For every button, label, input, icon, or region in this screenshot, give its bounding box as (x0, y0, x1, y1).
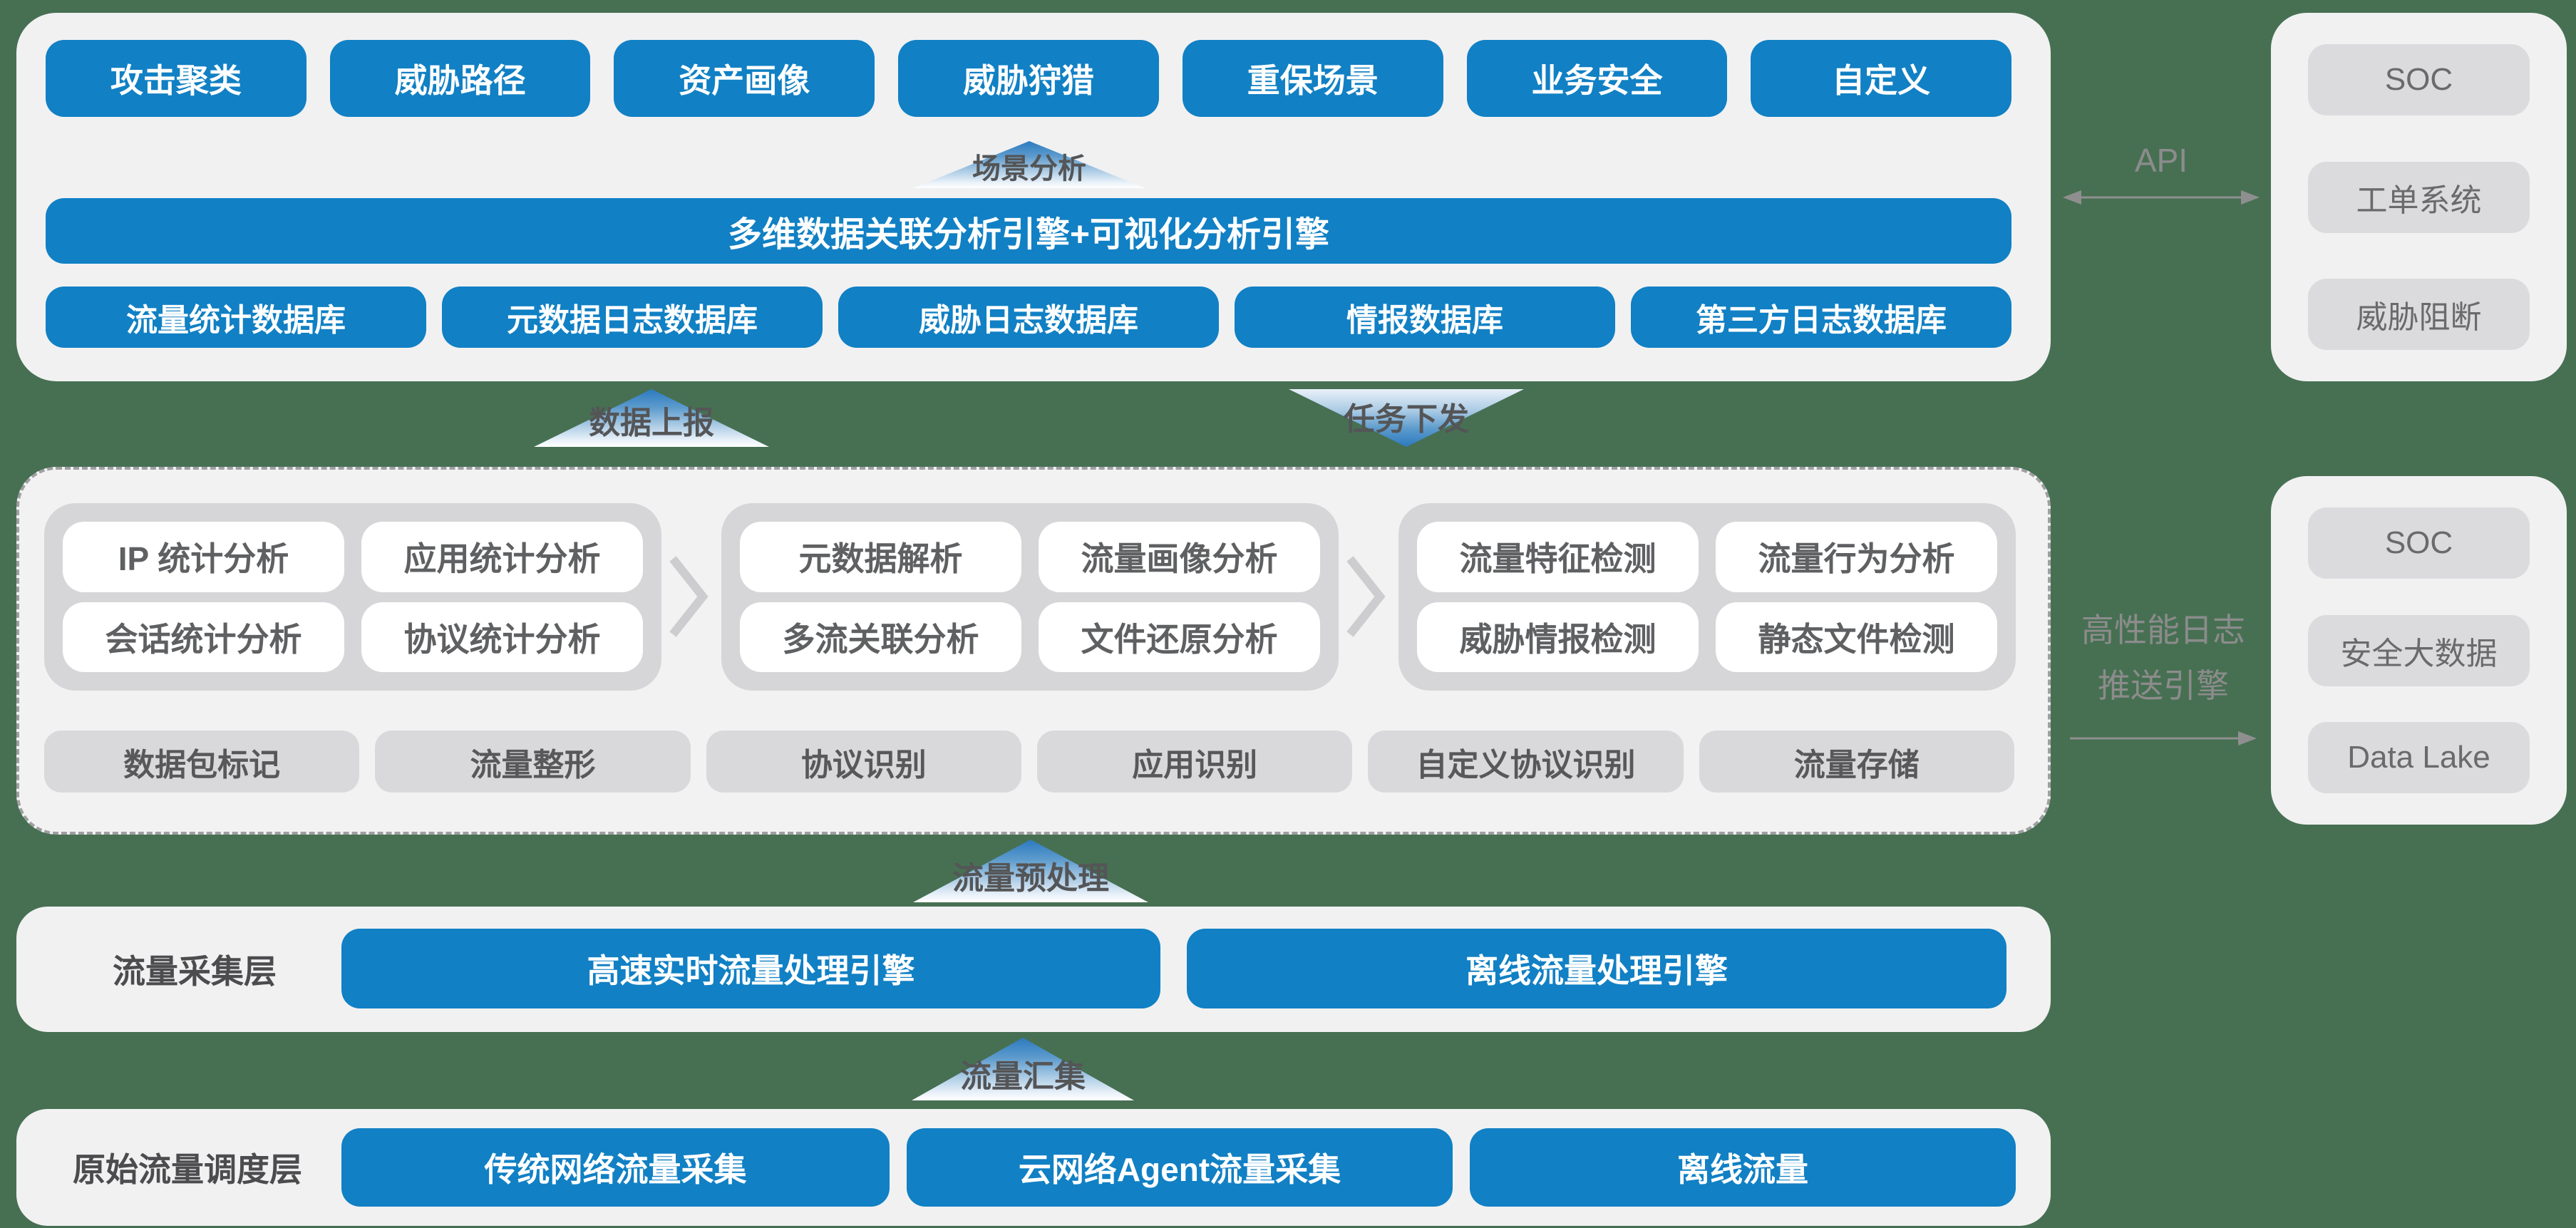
integration-node-data-lake: Data Lake (2308, 722, 2530, 793)
db-node-traffic-stats: 流量统计数据库 (46, 287, 426, 348)
base-function-row: 数据包标记 流量整形 协议识别 应用识别 自定义协议识别 流量存储 (44, 731, 2014, 793)
node-traffic-storage: 流量存储 (1699, 731, 2014, 793)
traffic-processing-panel: IP 统计分析 应用统计分析 会话统计分析 协议统计分析 元数据解析 流量画像分… (16, 467, 2051, 835)
correlation-engine-bar: 多维数据关联分析引擎+可视化分析引擎 (46, 198, 2011, 264)
scene-node-custom: 自定义 (1751, 40, 2012, 117)
right-arrow-icon (2070, 731, 2257, 745)
scene-node-business-security: 业务安全 (1466, 40, 1728, 117)
log-push-connector: 高性能日志 推送引擎 (2061, 602, 2265, 750)
node-file-restore: 文件还原分析 (1039, 602, 1320, 672)
node-offline-engine: 离线流量处理引擎 (1187, 929, 2006, 1008)
db-node-thirdparty-log: 第三方日志数据库 (1631, 287, 2011, 348)
node-custom-protocol-identify: 自定义协议识别 (1368, 731, 1684, 793)
stats-analysis-group: IP 统计分析 应用统计分析 会话统计分析 协议统计分析 (44, 503, 661, 691)
integration-node-ticket-system: 工单系统 (2308, 161, 2530, 233)
db-node-metadata-log: 元数据日志数据库 (442, 287, 823, 348)
node-protocol-identify: 协议识别 (706, 731, 1021, 793)
integration-panel-middle: SOC 安全大数据 Data Lake (2271, 476, 2567, 825)
node-protocol-stats: 协议统计分析 (361, 602, 643, 672)
log-push-label-line2: 推送引擎 (2098, 667, 2229, 704)
node-metadata-parse: 元数据解析 (740, 522, 1021, 592)
db-node-intel: 情报数据库 (1235, 287, 1615, 348)
traffic-preprocess-arrow: 流量预处理 (913, 840, 1148, 902)
integration-node-soc-2: SOC (2308, 507, 2530, 579)
scene-node-asset-profile: 资产画像 (614, 40, 875, 117)
integration-panel-top: SOC 工单系统 威胁阻断 (2271, 13, 2567, 381)
collection-layer-panel: 流量采集层 高速实时流量处理引擎 离线流量处理引擎 (16, 907, 2051, 1032)
database-row: 流量统计数据库 元数据日志数据库 威胁日志数据库 情报数据库 第三方日志数据库 (46, 287, 2011, 348)
metadata-analysis-group: 元数据解析 流量画像分析 多流关联分析 文件还原分析 (721, 503, 1339, 691)
data-report-arrow-label: 数据上报 (589, 406, 714, 440)
api-label: API (2134, 142, 2188, 179)
detection-group: 流量特征检测 流量行为分析 威胁情报检测 静态文件检测 (1398, 503, 2016, 691)
chevron-right-icon (1346, 556, 1386, 637)
traffic-aggregate-arrow-label: 流量汇集 (960, 1059, 1086, 1094)
chevron-right-icon (669, 556, 709, 637)
node-signature-detect: 流量特征检测 (1417, 522, 1699, 592)
node-traffic-profile: 流量画像分析 (1039, 522, 1320, 592)
node-static-file-detect: 静态文件检测 (1716, 602, 1997, 672)
node-intel-detect: 威胁情报检测 (1417, 602, 1699, 672)
integration-node-threat-blocking: 威胁阻断 (2308, 279, 2530, 350)
task-dispatch-arrow: 任务下发 (1289, 389, 1524, 447)
node-traffic-shaping: 流量整形 (375, 731, 691, 793)
scheduling-layer-panel: 原始流量调度层 传统网络流量采集 云网络Agent流量采集 离线流量 (16, 1109, 2051, 1226)
scene-node-threat-hunting: 威胁狩猎 (898, 40, 1159, 117)
node-app-stats: 应用统计分析 (361, 522, 643, 592)
node-realtime-engine: 高速实时流量处理引擎 (341, 929, 1160, 1008)
traffic-preprocess-arrow-label: 流量预处理 (952, 861, 1109, 896)
task-dispatch-arrow-label: 任务下发 (1344, 402, 1469, 437)
double-arrow-icon (2063, 190, 2260, 205)
integration-node-soc: SOC (2308, 44, 2530, 115)
collection-layer-title: 流量采集层 (113, 953, 277, 990)
scene-analysis-arrow-label: 场景分析 (972, 153, 1086, 185)
node-cloud-agent-capture: 云网络Agent流量采集 (907, 1128, 1453, 1207)
traffic-aggregate-arrow: 流量汇集 (912, 1038, 1134, 1100)
scene-analysis-arrow: 场景分析 (913, 141, 1145, 188)
node-behavior-analysis: 流量行为分析 (1716, 522, 1997, 592)
integration-node-security-bigdata: 安全大数据 (2308, 614, 2530, 686)
scene-node-key-protection: 重保场景 (1182, 40, 1443, 117)
node-traditional-capture: 传统网络流量采集 (341, 1128, 890, 1207)
node-ip-stats: IP 统计分析 (63, 522, 344, 592)
scene-button-row: 攻击聚类 威胁路径 资产画像 威胁狩猎 重保场景 业务安全 自定义 (46, 40, 2012, 117)
analysis-panel: 攻击聚类 威胁路径 资产画像 威胁狩猎 重保场景 业务安全 自定义 多维数据关联… (16, 13, 2051, 381)
scene-node-attack-cluster: 攻击聚类 (46, 40, 306, 117)
node-session-stats: 会话统计分析 (63, 602, 344, 672)
scene-node-threat-path: 威胁路径 (329, 40, 591, 117)
node-app-identify: 应用识别 (1036, 731, 1353, 793)
node-offline-traffic: 离线流量 (1470, 1128, 2016, 1207)
node-multiflow-correlation: 多流关联分析 (740, 602, 1021, 672)
api-connector: API (2061, 141, 2261, 210)
scheduling-layer-title: 原始流量调度层 (73, 1151, 302, 1188)
db-node-threat-log: 威胁日志数据库 (838, 287, 1219, 348)
log-push-label-line1: 高性能日志 (2081, 612, 2245, 649)
node-packet-marking: 数据包标记 (44, 731, 360, 793)
data-report-arrow: 数据上报 (534, 389, 769, 447)
